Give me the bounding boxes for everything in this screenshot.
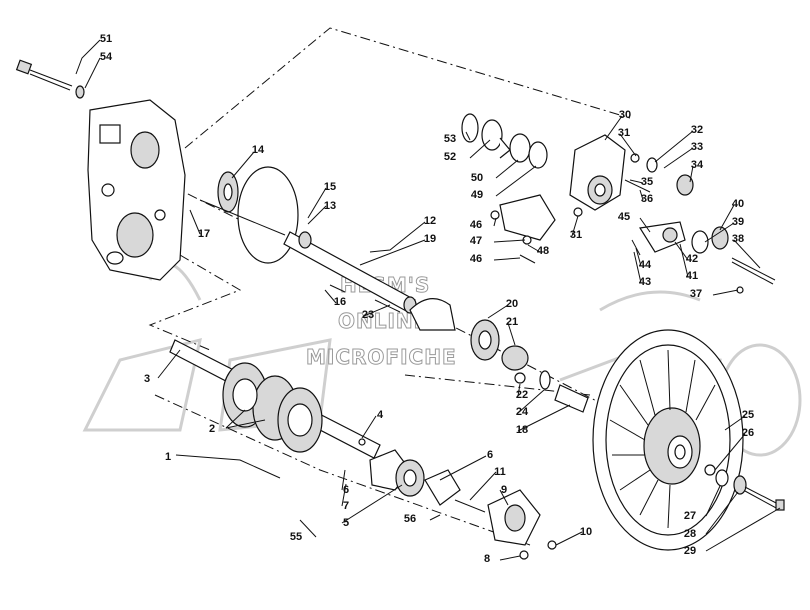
callout-45: 45 [618, 211, 630, 223]
callout-16: 16 [334, 296, 346, 308]
callout-21: 21 [506, 316, 518, 328]
callout-30: 30 [619, 109, 631, 121]
callout-43: 43 [639, 276, 651, 288]
callout-5: 5 [343, 517, 349, 529]
callout-9: 9 [501, 484, 507, 496]
callout-55: 55 [290, 531, 302, 543]
bearing-housing [454, 489, 557, 560]
callout-3: 3 [144, 373, 150, 385]
callout-34: 34 [691, 159, 704, 171]
track-drive-shaft [169, 339, 381, 459]
callout-2: 2 [209, 423, 215, 435]
callout-17: 17 [198, 228, 210, 240]
callout-10: 10 [580, 526, 592, 538]
callout-40: 40 [732, 198, 744, 210]
adjuster-assembly [631, 221, 776, 294]
callout-35: 35 [641, 176, 653, 188]
callout-24: 24 [516, 406, 529, 418]
callout-32: 32 [691, 124, 703, 136]
callout-50: 50 [471, 172, 483, 184]
clutch-retaining-hardware [704, 464, 785, 511]
brake-disc [199, 166, 299, 264]
callout-41: 41 [686, 270, 698, 282]
shaft-bearing-flange [369, 449, 461, 506]
callout-31b: 31 [570, 229, 582, 241]
callout-22: 22 [516, 389, 528, 401]
callout-29: 29 [684, 545, 696, 557]
callout-8: 8 [484, 553, 490, 565]
tensioner-assembly [569, 134, 694, 217]
callout-53: 53 [444, 133, 456, 145]
bushing-stack [461, 113, 548, 169]
callout-31: 31 [618, 127, 630, 139]
callout-36: 36 [641, 193, 653, 205]
mounting-bracket [490, 194, 556, 264]
callout-13: 13 [324, 200, 336, 212]
callout-23: 23 [362, 309, 374, 321]
callout-26: 26 [742, 427, 754, 439]
callout-18: 18 [516, 424, 528, 436]
callout-numbers: 5154141513171219162320212224185352504930… [100, 33, 754, 565]
callout-44: 44 [639, 259, 652, 271]
callout-4: 4 [377, 409, 384, 421]
driven-clutch [592, 329, 744, 551]
callout-28: 28 [684, 528, 696, 540]
gear-case-housing [87, 99, 186, 281]
callout-20: 20 [506, 298, 518, 310]
callout-46: 46 [470, 219, 482, 231]
callout-6b: 6 [487, 449, 493, 461]
callout-14: 14 [252, 144, 265, 156]
callout-54: 54 [100, 51, 113, 63]
callout-6: 6 [343, 484, 349, 496]
watermark-line-3: MICROFICHE [306, 345, 457, 369]
callout-38: 38 [732, 233, 744, 245]
callout-46b: 46 [470, 253, 482, 265]
callout-7: 7 [343, 500, 349, 512]
leader-lines [75, 39, 781, 561]
callout-42: 42 [686, 253, 698, 265]
bearing-assembly [409, 298, 589, 413]
callout-11: 11 [494, 466, 506, 478]
callout-1: 1 [165, 451, 171, 463]
callout-37: 37 [690, 288, 702, 300]
callout-56: 56 [404, 513, 416, 525]
callout-51: 51 [100, 33, 112, 45]
callout-49: 49 [471, 189, 483, 201]
callout-47: 47 [470, 235, 482, 247]
callout-27: 27 [684, 510, 696, 522]
callout-39: 39 [732, 216, 744, 228]
callout-48: 48 [537, 245, 549, 257]
callout-12: 12 [424, 215, 436, 227]
callout-25: 25 [742, 409, 754, 421]
callout-19: 19 [424, 233, 436, 245]
callout-52: 52 [444, 151, 456, 163]
bolt-51 [15, 59, 85, 99]
callout-33: 33 [691, 141, 703, 153]
callout-15: 15 [324, 181, 336, 193]
